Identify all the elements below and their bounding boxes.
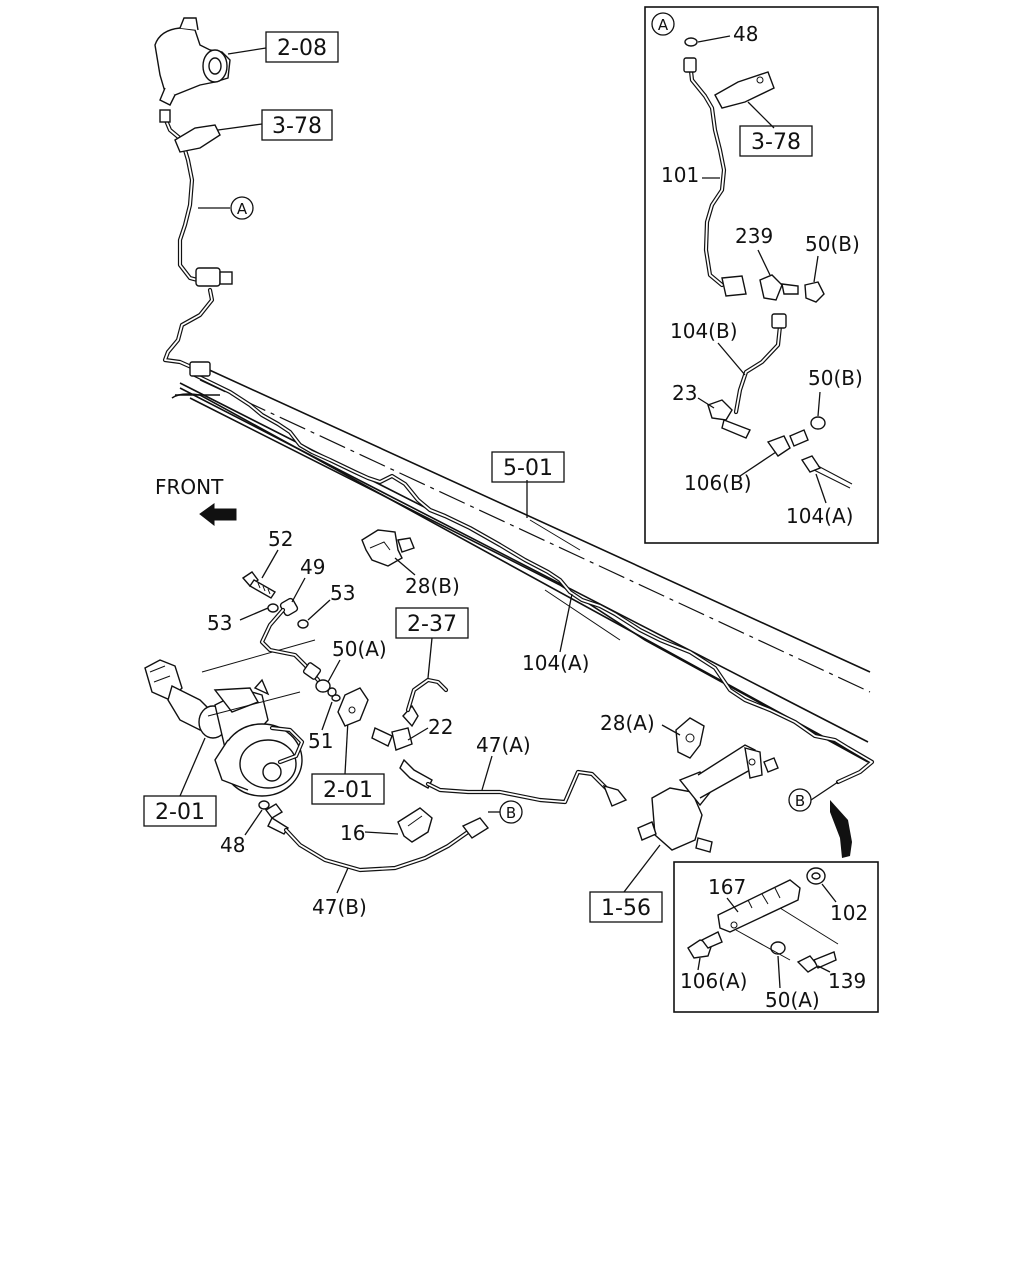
label-28b: 28(B) (405, 574, 460, 598)
inset-label-104a: 104(A) (786, 504, 853, 528)
inset-b: 167 102 106(A) 50(A) 139 (673, 861, 879, 1013)
front-label: FRONT (155, 475, 224, 499)
callout-b-frame: B (788, 781, 852, 858)
callout-a-main-text: A (237, 200, 248, 218)
ref-5-01-text: 5-01 (503, 456, 553, 481)
ref-2-01-booster-text: 2-01 (155, 800, 205, 825)
inset-label-101: 101 (661, 163, 699, 187)
ref-box-2-37[interactable]: 2-37 (395, 607, 469, 679)
inset-label-50b-2: 50(B) (808, 366, 863, 390)
callout-a-main: A (198, 196, 254, 220)
inset-label-23: 23 (672, 381, 697, 405)
label-53-left: 53 (207, 611, 232, 635)
label-49: 49 (300, 555, 325, 579)
label-52: 52 (268, 527, 293, 551)
main-brake-pipe (192, 372, 875, 785)
ref-box-2-08[interactable]: 2-08 (227, 31, 339, 63)
valve-1-56 (637, 744, 779, 853)
label-47b: 47(B) (312, 895, 367, 919)
inset-label-48: 48 (733, 22, 758, 46)
ref-3-78-main-text: 3-78 (272, 114, 322, 139)
master-cylinder (154, 17, 231, 106)
ref-1-56-text: 1-56 (601, 896, 651, 921)
inset-a: A 3-78 48 101 239 50(B) (644, 6, 879, 544)
pipe-47b (258, 800, 490, 873)
booster-assembly (144, 639, 316, 797)
label-47a: 47(A) (476, 733, 531, 757)
tee-bracket-area (331, 677, 449, 789)
clip-28b (361, 529, 415, 567)
ref-2-08-text: 2-08 (277, 36, 327, 61)
ref-box-1-56[interactable]: 1-56 (589, 844, 663, 923)
label-22: 22 (428, 715, 453, 739)
inset-label-104b: 104(B) (670, 319, 738, 343)
inset-label-239: 239 (735, 224, 773, 248)
label-48-main: 48 (220, 833, 245, 857)
ref-2-01-bracket-text: 2-01 (323, 778, 373, 803)
inset-b-label-139: 139 (828, 969, 866, 993)
frame-rail (171, 367, 871, 763)
ref-box-2-01-bracket[interactable]: 2-01 (311, 719, 385, 805)
upper-brake-pipe (159, 109, 233, 377)
callout-b-frame-text: B (795, 792, 805, 810)
small-parts-upper-left (241, 571, 337, 697)
clip-28a (675, 717, 705, 759)
label-28a: 28(A) (600, 711, 655, 735)
inset-label-50b-1: 50(B) (805, 232, 860, 256)
label-104a-main: 104(A) (522, 651, 589, 675)
pipe-47a (425, 769, 628, 807)
label-51: 51 (308, 729, 333, 753)
ref-box-2-01-booster[interactable]: 2-01 (143, 737, 217, 827)
label-50a-main: 50(A) (332, 637, 387, 661)
ref-3-78-inset-text: 3-78 (751, 130, 801, 155)
ref-2-37-text: 2-37 (407, 612, 457, 637)
inset-b-label-167: 167 (708, 875, 746, 899)
inset-b-label-106a: 106(A) (680, 969, 747, 993)
ref-box-3-78-main[interactable]: 3-78 (217, 109, 333, 141)
inset-b-label-102: 102 (830, 901, 868, 925)
ref-box-5-01[interactable]: 5-01 (491, 451, 565, 518)
front-arrow-icon (199, 503, 237, 527)
callout-b-pipe: B (488, 800, 523, 824)
inset-label-106b: 106(B) (684, 471, 752, 495)
front-direction: FRONT (155, 475, 237, 527)
inset-a-badge: A (658, 16, 669, 34)
inset-b-label-50a: 50(A) (765, 988, 820, 1012)
label-16: 16 (340, 821, 365, 845)
callout-b-pipe-text: B (506, 804, 516, 822)
main-labels: 52 49 53 53 28(B) 50(A) 22 51 47(A) 104(… (207, 527, 681, 919)
label-53-right: 53 (330, 581, 355, 605)
